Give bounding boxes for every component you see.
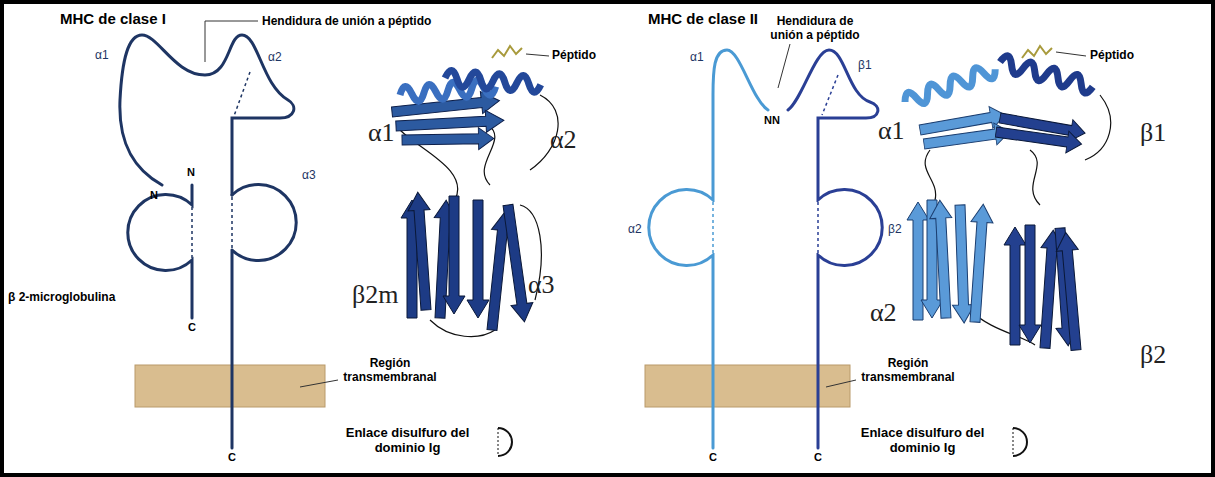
class-ii-schematic [645, 50, 882, 448]
disulfide-bond [234, 72, 250, 116]
domain-label: β2m [352, 280, 398, 310]
domain-label: α2 [628, 222, 642, 236]
cleft-label: Hendidura de unión a péptido [765, 14, 865, 42]
domain-label: α1 [95, 48, 109, 62]
part-label: Enlace disulfuro del dominio Ig [850, 425, 995, 455]
domain-label: α2 [870, 298, 897, 328]
part-label: Región transmembranal [858, 356, 958, 384]
terminus-label: C [228, 451, 236, 463]
domain-label: β2 [1140, 340, 1166, 370]
part-label: Enlace disulfuro del dominio Ig [335, 425, 480, 455]
terminus-label: N [187, 166, 195, 178]
domain-label: α3 [528, 270, 555, 300]
domain-label: β2 [888, 222, 902, 236]
disulfide-bond [191, 207, 193, 258]
class-i-ribbon [391, 46, 558, 337]
membrane-band [135, 365, 325, 407]
terminus-label: NN [764, 114, 780, 126]
panel-title: MHC de clase I [60, 10, 166, 27]
cleft-label: Hendidura de unión a péptido [262, 14, 431, 28]
domain-label: α1 [368, 118, 395, 148]
domain-label: α2 [550, 125, 577, 155]
domain-label: α2 [268, 50, 282, 64]
disulfide-bond [231, 197, 233, 248]
alpha-chain [120, 35, 294, 195]
leader-lines [205, 21, 1086, 387]
terminus-label: C [188, 321, 196, 333]
part-label: β 2-microglobulina [8, 290, 115, 304]
domain-label: α1 [878, 116, 905, 146]
domain-label: β1 [1140, 118, 1166, 148]
peptide [492, 46, 522, 58]
alpha3-loop [232, 185, 296, 449]
terminus-label: C [709, 451, 717, 463]
b2m-chain [128, 185, 192, 318]
panel-title: MHC de clase II [648, 10, 758, 27]
terminus-label: N [150, 189, 158, 201]
domain-label: β1 [858, 58, 872, 72]
part-label: Región transmembranal [340, 356, 440, 384]
alpha-chain [649, 50, 768, 448]
class-i-schematic [120, 35, 325, 448]
domain-label: α1 [690, 50, 704, 64]
peptide [1022, 46, 1052, 58]
beta-chain [788, 50, 882, 448]
peptide-label: Péptido [1090, 48, 1134, 62]
class-ii-ribbon [902, 46, 1110, 351]
domain-label: α3 [302, 168, 316, 182]
terminus-label: C [814, 451, 822, 463]
peptide-label: Péptido [552, 48, 596, 62]
